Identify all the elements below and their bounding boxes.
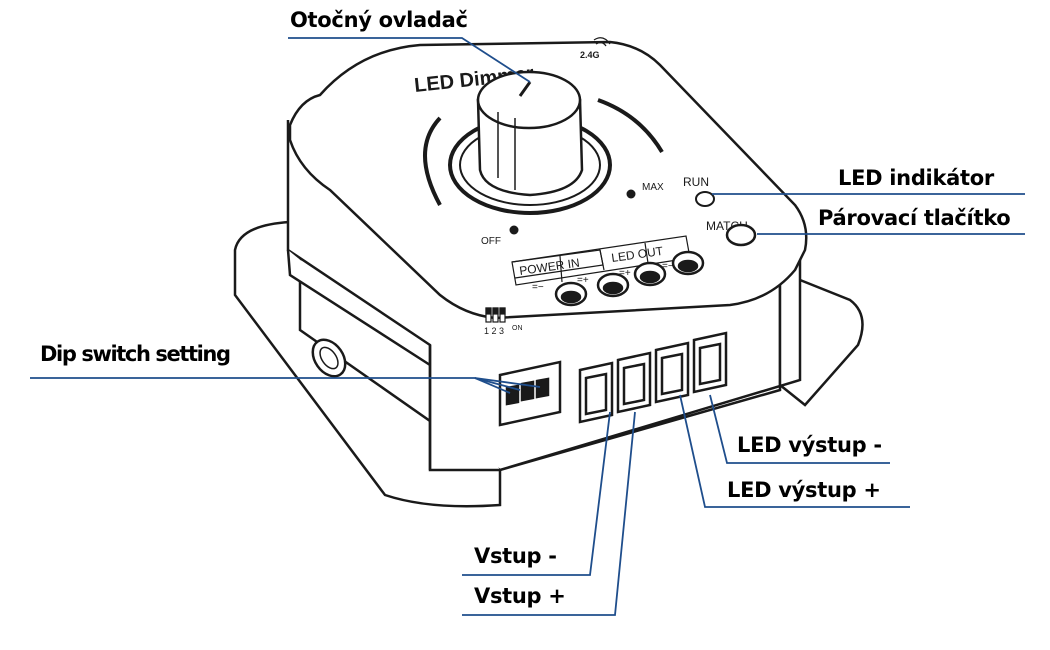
pin-in-minus: =−	[532, 282, 544, 293]
off-dot	[509, 225, 519, 235]
line-led-out-plus	[679, 394, 910, 508]
mounting-hole-inner	[319, 346, 339, 370]
run-label: RUN	[683, 175, 709, 189]
terminal-screw-holes	[554, 250, 705, 307]
callout-led-indicator: LED indikátor	[838, 166, 994, 190]
match-button[interactable]	[725, 223, 757, 247]
callout-dip: Dip switch setting	[40, 342, 231, 366]
knob-scale-arc	[423, 116, 442, 206]
max-dot	[626, 189, 636, 199]
callout-in-plus: Vstup +	[474, 584, 566, 608]
off-label: OFF	[481, 236, 501, 247]
dip-on-label: ON	[512, 325, 523, 332]
pin-in-plus: =+	[577, 275, 589, 286]
wireless-icon	[593, 37, 611, 47]
rotary-knob[interactable]	[476, 70, 584, 197]
line-in-plus	[462, 411, 636, 616]
pin-out-plus: =+	[619, 268, 631, 279]
front-connector-block	[498, 331, 728, 427]
knob-scale-arc-right	[597, 98, 664, 154]
line-in-minus	[462, 411, 611, 576]
callout-knob: Otočný ovladač	[290, 8, 468, 32]
callout-led-out-minus: LED výstup -	[737, 433, 882, 457]
callout-pair-button: Párovací tlačítko	[818, 206, 1011, 230]
max-label: MAX	[642, 182, 664, 193]
run-led	[695, 191, 715, 207]
line-dip-2	[474, 377, 511, 394]
dip-switch-print	[485, 307, 506, 323]
dip-numbers-label: 1 2 3	[484, 326, 504, 336]
callout-lines	[30, 37, 1025, 616]
pin-out-minus: =−	[662, 261, 674, 272]
line-dip-3	[474, 377, 541, 388]
line-knob	[288, 37, 531, 83]
callout-led-out-plus: LED výstup +	[727, 478, 881, 502]
line-led-out-minus	[709, 394, 890, 464]
wireless-print: 2.4G	[580, 50, 600, 60]
callout-in-minus: Vstup -	[474, 544, 557, 568]
